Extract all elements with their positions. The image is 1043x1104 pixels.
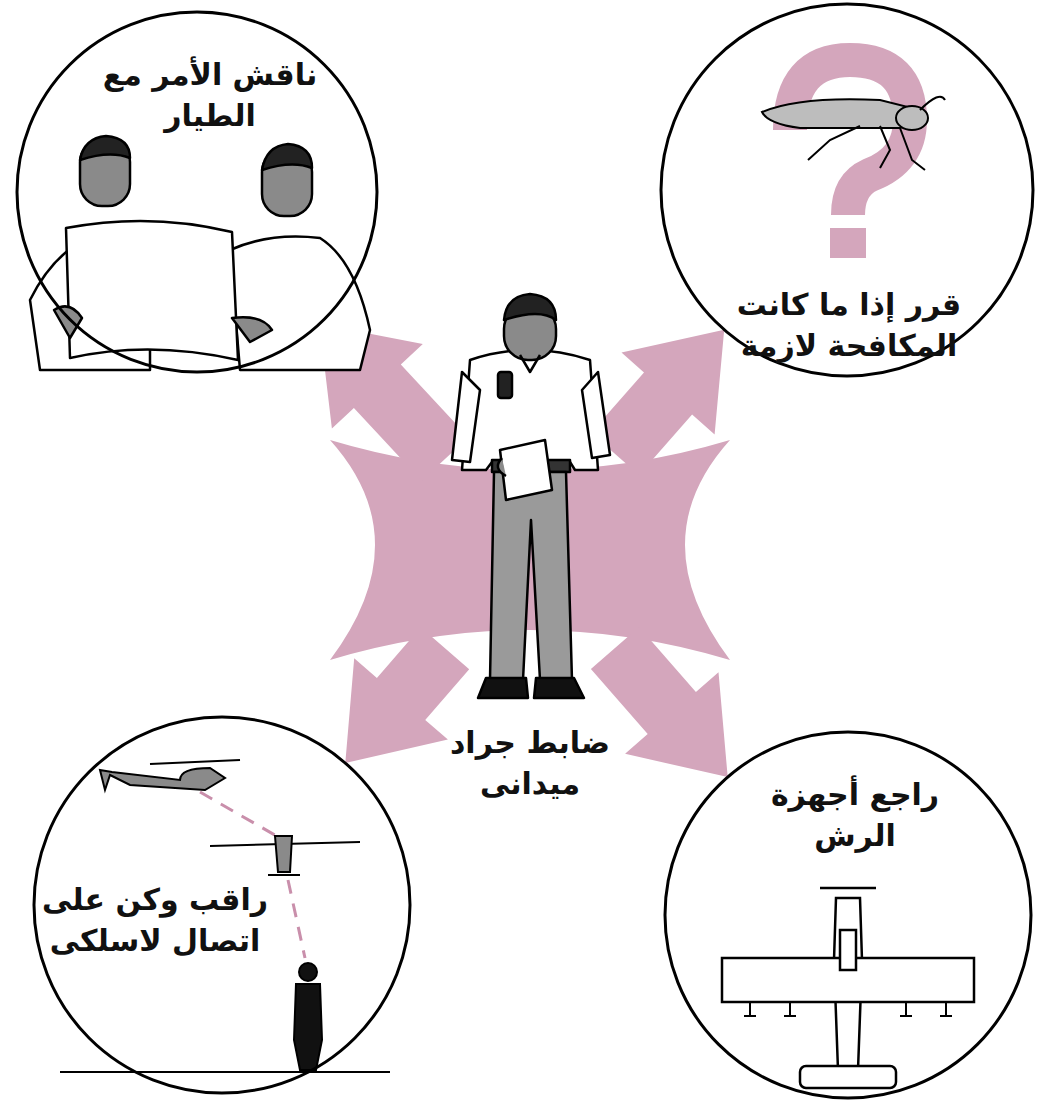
discussion-circle: ناقش الأمر مع الطيار xyxy=(15,10,379,374)
question-locust-illustration xyxy=(762,60,945,258)
node-label: راقب وكن على اتصال لاسلكى xyxy=(40,880,270,961)
circle-border xyxy=(17,12,377,372)
spray-aircraft-illustration xyxy=(722,888,974,1088)
block-arrow xyxy=(591,627,728,777)
node-label: قرر إذا ما كانت المكافحة لازمة xyxy=(714,285,984,366)
circle-border xyxy=(661,4,1033,376)
equipment-circle: راجع أجهزة الرش xyxy=(663,730,1033,1100)
circle-border xyxy=(665,732,1031,1098)
officer-figure xyxy=(452,294,610,698)
decision-circle: قرر إذا ما كانت المكافحة لازمة xyxy=(659,2,1035,378)
circle-border xyxy=(34,717,410,1093)
officer-node: ضابط جراد ميدانى xyxy=(445,285,615,816)
node-label: ناقش الأمر مع الطيار xyxy=(90,55,330,136)
pilot-discussion-illustration xyxy=(30,136,370,370)
node-label: ضابط جراد ميدانى xyxy=(435,723,625,804)
node-label: راجع أجهزة الرش xyxy=(750,775,960,856)
radio-circle: راقب وكن على اتصال لاسلكى xyxy=(32,715,412,1095)
